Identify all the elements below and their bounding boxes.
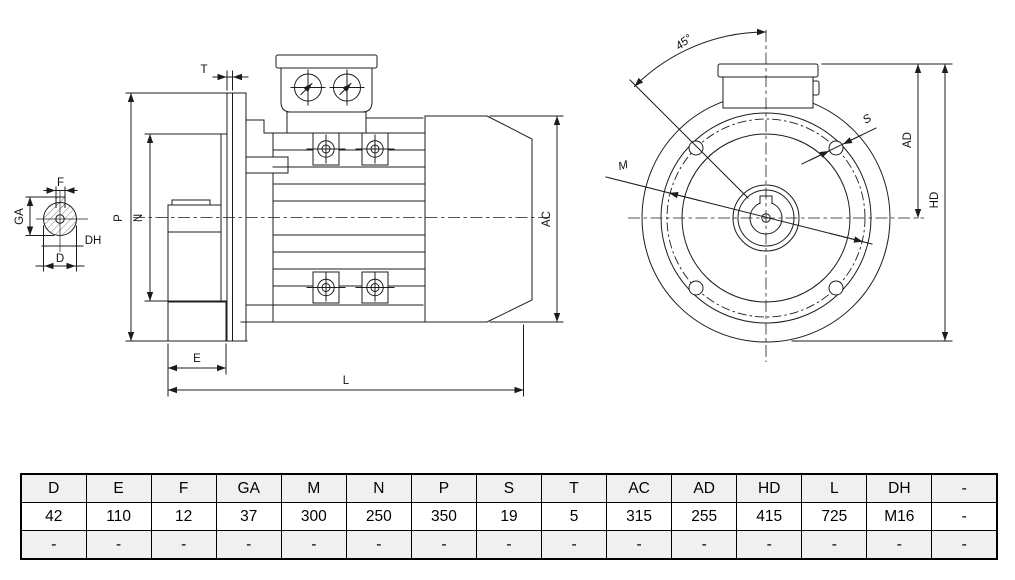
dim-label-ad: AD (902, 132, 914, 148)
side-view: T P N E L AC (113, 54, 564, 397)
table-cell: - (410, 530, 477, 560)
shaft-key (171, 199, 211, 206)
table-cell: 37 (215, 502, 282, 531)
table-header-cell: T (540, 473, 608, 503)
keyway-slot (55, 196, 66, 208)
table-cell: 5 (540, 502, 608, 531)
table-cell: - (606, 530, 673, 560)
table-cell: 725 (801, 502, 868, 531)
table-header-cell: M (280, 473, 347, 503)
dim-label-d: D (56, 253, 64, 265)
table-cell: 350 (410, 502, 477, 531)
table-header-cell: AD (671, 473, 738, 503)
flange-rib (245, 156, 289, 174)
dim-label-t: T (200, 64, 207, 76)
table-cell: - (931, 502, 998, 531)
flange-plate (226, 92, 247, 342)
table-header-cell: N (345, 473, 412, 503)
table-cell: 110 (85, 502, 152, 531)
table-cell: - (801, 530, 868, 560)
bolt-hole (828, 280, 844, 296)
table-header-cell: - (931, 473, 998, 503)
dim-label-hd: HD (929, 192, 941, 209)
dim-label-ac: AC (541, 211, 553, 227)
table-header-cell: GA (215, 473, 282, 503)
table-cell: - (280, 530, 347, 560)
table-header-cell: F (150, 473, 217, 503)
table-cell: - (475, 530, 543, 560)
bolt-hole (688, 140, 704, 156)
dim-label-dh: DH (85, 235, 102, 247)
table-cell: - (736, 530, 803, 560)
shaft-block (167, 204, 227, 342)
table-cell: 415 (736, 502, 803, 531)
table-cell: M16 (866, 502, 933, 531)
table-header-cell: AC (606, 473, 673, 503)
table-cell: - (671, 530, 738, 560)
table-cell: 255 (671, 502, 738, 531)
table-cell: 300 (280, 502, 347, 531)
table-cell: - (866, 530, 933, 560)
table-header-cell: HD (736, 473, 803, 503)
dim-label-m: M (617, 159, 630, 173)
fan-cover (424, 115, 533, 323)
drawing-canvas: F GA DH D (14, 28, 953, 397)
table-header-cell: S (475, 473, 543, 503)
table-cell: - (215, 530, 282, 560)
shaft-section-detail: F GA DH D (14, 177, 102, 272)
table-row: --------------- (20, 530, 998, 560)
bolt-hole (688, 280, 704, 296)
table-header-cell: DH (866, 473, 933, 503)
table-cell: 42 (20, 502, 87, 531)
table-cell: 19 (475, 502, 543, 531)
table-header-cell: D (20, 473, 87, 503)
dim-label-l: L (343, 375, 350, 387)
terminal-box-front (717, 63, 820, 109)
front-view: 45° M S AD HD (605, 28, 953, 362)
dim-label-f: F (57, 177, 64, 189)
table-cell: 250 (345, 502, 412, 531)
dim-label-s: S (861, 112, 874, 126)
table-cell: - (345, 530, 412, 560)
table-cell: 315 (606, 502, 673, 531)
cooling-fins (272, 149, 426, 287)
terminal-box-side (275, 54, 378, 134)
dim-label-p: P (113, 214, 125, 222)
dim-label-ga: GA (14, 208, 26, 225)
table-cell: - (540, 530, 608, 560)
dim-label-45deg: 45° (674, 32, 695, 52)
table-cell: 12 (150, 502, 217, 531)
table-cell: - (85, 530, 152, 560)
dim-label-e: E (193, 353, 201, 365)
table-header-cell: L (801, 473, 868, 503)
table-cell: - (20, 530, 87, 560)
table-cell: - (931, 530, 998, 560)
table-cell: - (150, 530, 217, 560)
dim-label-n: N (133, 214, 145, 222)
table-header-cell: E (85, 473, 152, 503)
table-header-cell: P (410, 473, 477, 503)
bolt-blocks (306, 132, 395, 304)
